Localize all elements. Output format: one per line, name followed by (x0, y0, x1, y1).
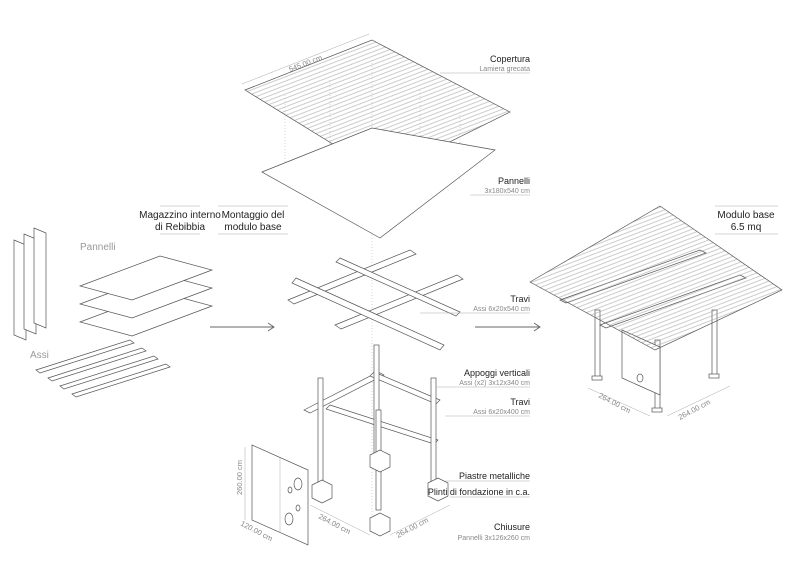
panels-layer (261, 127, 496, 239)
warehouse-heading-box: Magazzino interno di Rebibbia (139, 205, 221, 235)
arrow-warehouse-to-assembly (210, 322, 275, 332)
post-frame (303, 344, 449, 537)
svg-text:Chiusure: Chiusure (494, 522, 530, 532)
warehouse-boards-label: Assi (30, 350, 49, 361)
label-lower-beams: Travi Assi 6x20x400 cm (445, 397, 530, 417)
module-side-a-dimension: 264.00 cm (597, 391, 632, 415)
stacked-boards (35, 339, 171, 398)
svg-text:Assi (x2) 3x12x340 cm: Assi (x2) 3x12x340 cm (459, 380, 530, 387)
svg-text:Travi: Travi (510, 294, 530, 304)
svg-text:Assi 6x20x400 cm: Assi 6x20x400 cm (473, 409, 530, 416)
warehouse-heading-line2: di Rebibbia (155, 222, 205, 233)
label-vertical-supports: Appoggi verticali Assi (x2) 3x12x340 cm (436, 368, 530, 388)
arrow-assembly-to-module (475, 322, 541, 332)
assembly-heading-box: Montaggio del modulo base (218, 205, 288, 235)
label-upper-beams: Travi Assi 6x20x540 cm (420, 294, 530, 314)
assembly-heading-line1: Montaggio del (222, 210, 285, 221)
svg-text:Appoggi verticali: Appoggi verticali (464, 368, 530, 378)
stacked-panels (78, 255, 214, 337)
svg-text:Assi 6x20x540 cm: Assi 6x20x540 cm (473, 306, 530, 313)
base-side-b-dimension: 264.00 cm (395, 515, 430, 539)
label-panels: Pannelli 3x180x540 cm (470, 176, 530, 196)
base-side-a-dimension: 264.00 cm (317, 512, 352, 536)
upper-beams (287, 249, 464, 351)
closure-panel: 260.00 cm 120.00 cm 264.00 cm 264.00 cm (235, 444, 451, 546)
label-closures: Chiusure Pannelli 3x126x260 cm (458, 522, 531, 542)
label-roof: Copertura Lamiera grecata (440, 54, 530, 74)
label-metal-plates: Piastre metalliche (445, 471, 530, 482)
svg-text:Plinti di fondazione in c.a.: Plinti di fondazione in c.a. (428, 487, 530, 497)
assembled-module: 264.00 cm 264.00 cm (529, 205, 783, 422)
module-heading-line2: 6.5 mq (731, 222, 762, 233)
svg-text:Pannelli: Pannelli (498, 176, 530, 186)
svg-text:Piastre metalliche: Piastre metalliche (459, 471, 530, 481)
warehouse-heading-line1: Magazzino interno (139, 210, 221, 221)
module-heading-box: Modulo base 6.5 mq (715, 205, 778, 235)
svg-text:Lamiera grecata: Lamiera grecata (479, 66, 530, 73)
closure-height-dimension: 260.00 cm (235, 460, 244, 495)
module-side-b-dimension: 264.00 cm (677, 397, 712, 421)
svg-text:Travi: Travi (510, 397, 530, 407)
foundation-plinths (311, 449, 449, 537)
stacked-sheets (13, 227, 47, 341)
assembly-heading-line2: modulo base (224, 222, 282, 233)
svg-text:Copertura: Copertura (490, 54, 530, 64)
svg-text:Pannelli 3x126x260 cm: Pannelli 3x126x260 cm (458, 535, 531, 542)
warehouse-panels-label: Pannelli (80, 242, 116, 253)
svg-text:3x180x540 cm: 3x180x540 cm (484, 188, 530, 195)
label-plinths: Plinti di fondazione in c.a. (428, 487, 530, 498)
component-labels: Copertura Lamiera grecata Pannelli 3x180… (420, 54, 530, 542)
module-heading-line1: Modulo base (717, 210, 775, 221)
